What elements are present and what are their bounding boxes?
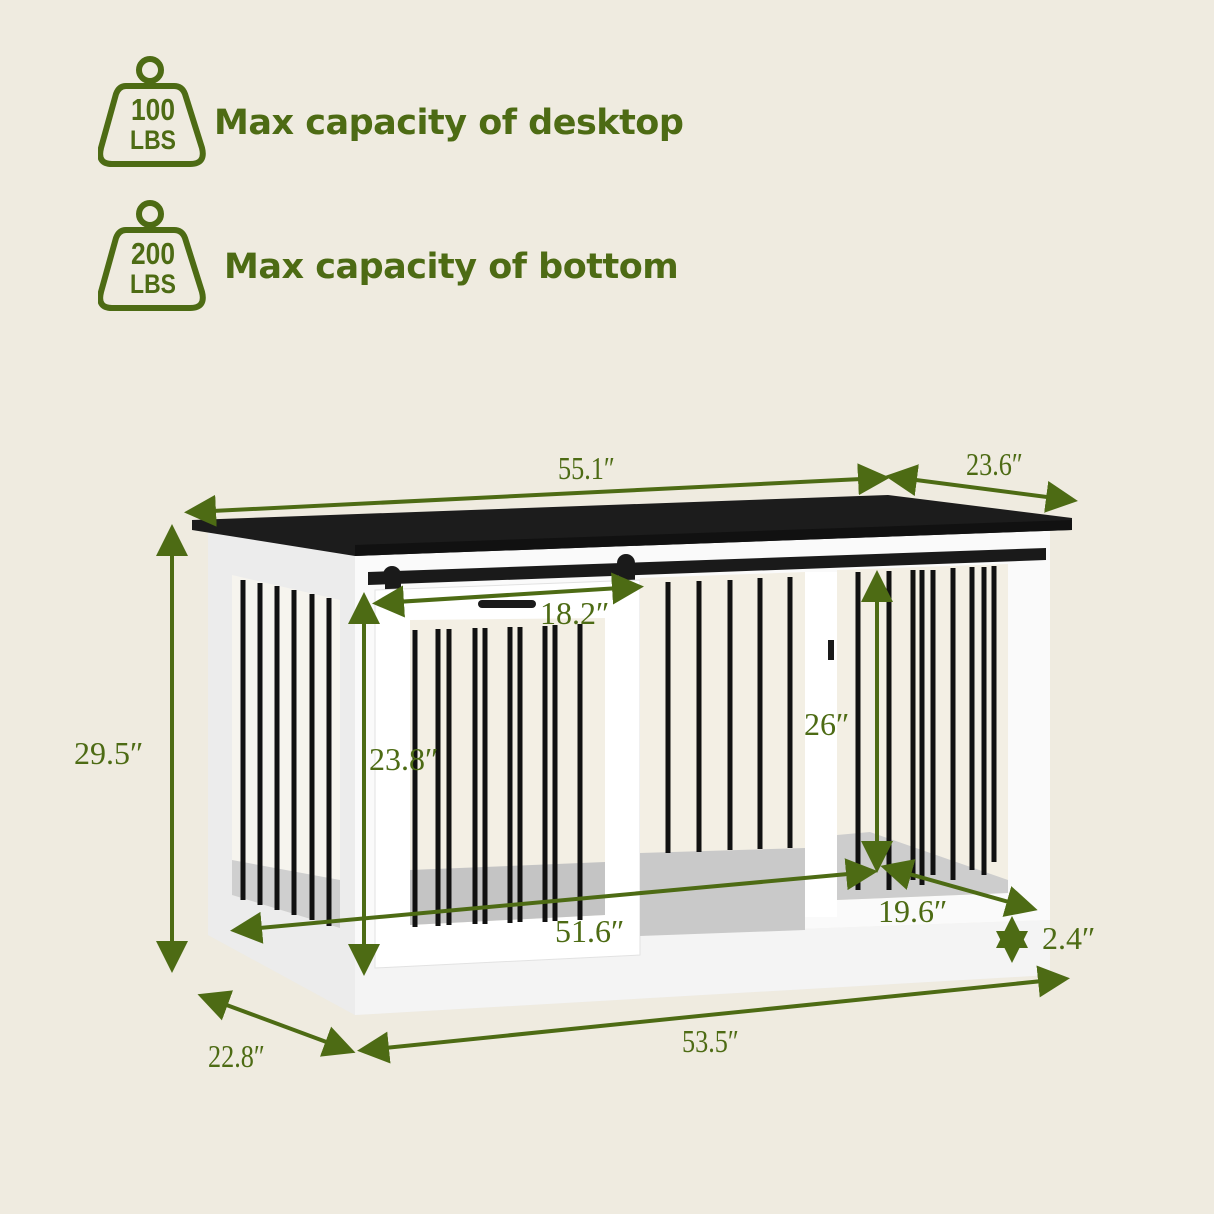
capacity-bottom: 200 LBS Max capacity of bottom (98, 200, 679, 315)
dimension-inner-width: 51.6″ (555, 913, 625, 949)
weight-unit: LBS (130, 125, 176, 155)
dimension-top-width: 55.1″ (558, 450, 615, 486)
weight-value: 200 (131, 236, 175, 271)
dimension-base-width: 53.5″ (682, 1023, 739, 1059)
dimension-inner-depth: 19.6″ (878, 893, 948, 929)
weight-unit: LBS (130, 269, 176, 299)
capacity-label: Max capacity of desktop (214, 102, 684, 143)
weight-icon: 100 LBS (98, 56, 208, 171)
dimension-base-height: 2.4″ (1042, 920, 1096, 956)
dimension-door-height: 23.8″ (369, 741, 439, 777)
weight-value: 100 (131, 92, 175, 127)
dimension-top-depth: 23.6″ (966, 446, 1023, 482)
dimension-base-depth: 22.8″ (208, 1038, 265, 1074)
capacity-desktop: 100 LBS Max capacity of desktop (98, 56, 684, 171)
weight-icon: 200 LBS (98, 200, 208, 315)
dimension-inner-height: 26″ (804, 706, 850, 742)
dimension-total-height: 29.5″ (74, 735, 144, 771)
capacity-label: Max capacity of bottom (224, 246, 679, 287)
dimension-door-width: 18.2″ (540, 595, 610, 631)
